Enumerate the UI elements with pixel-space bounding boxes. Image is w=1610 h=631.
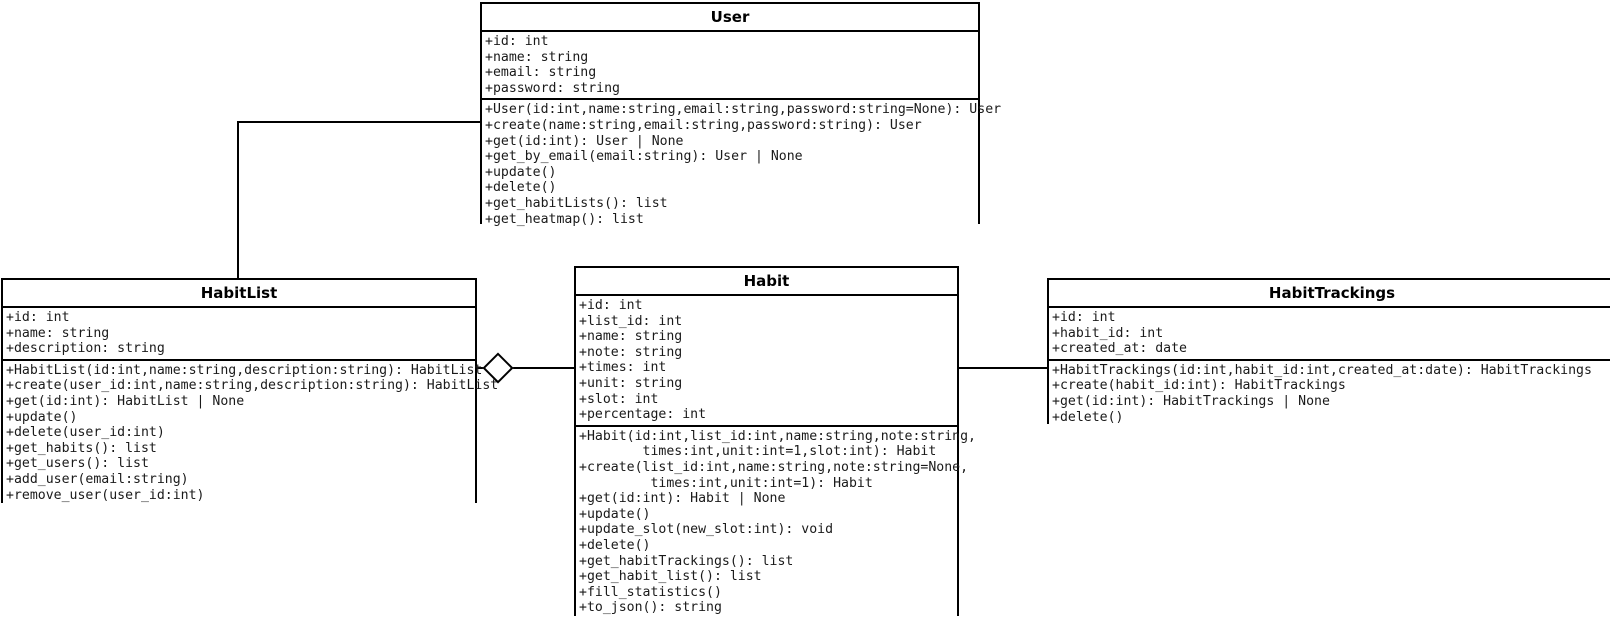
method-row: +update() — [485, 164, 557, 180]
method-row: +get(id:int): HabitTrackings | None — [1052, 393, 1330, 409]
method-row: +get_habitTrackings(): list — [579, 553, 794, 569]
attribute-row: +email: string — [485, 65, 597, 81]
attribute-row: +times: int — [579, 360, 667, 376]
method-row: +get_users(): list — [6, 456, 149, 472]
attribute-row: +list_id: int — [579, 313, 683, 329]
class-title-band-habitlist: HabitList — [3, 280, 475, 308]
attribute-row: +id: int — [485, 34, 549, 49]
method-row: +get_habits(): list — [6, 440, 157, 456]
method-row: +delete() — [485, 180, 557, 196]
method-row: +to_json(): string — [579, 600, 722, 616]
method-row: +get(id:int): Habit | None — [579, 491, 786, 507]
class-attributes-user: +id: int +name: string +email: string +p… — [482, 32, 978, 101]
attribute-row: +slot: int — [579, 391, 659, 407]
method-row: +create(user_id:int,name:string,descript… — [6, 378, 499, 394]
method-row: +delete(user_id:int) — [6, 425, 165, 441]
method-row: +get_heatmap(): list — [485, 211, 644, 227]
class-box-user[interactable]: User +id: int +name: string +email: stri… — [480, 2, 1001, 230]
attribute-row: +percentage: int — [579, 407, 707, 423]
method-row: +get(id:int): HabitList | None — [6, 393, 245, 409]
method-row: +create(list_id:int,name:string,note:str… — [579, 459, 969, 475]
method-row: +update_slot(new_slot:int): void — [579, 522, 834, 538]
attribute-row: +name: string — [485, 49, 589, 65]
class-box-habittrackings[interactable]: HabitTrackings +id: int +habit_id: int +… — [1047, 278, 1610, 428]
method-row: +get_habitLists(): list — [485, 195, 668, 211]
connector-habitlist-habit-line — [476, 367, 575, 369]
method-row: +remove_user(user_id:int) — [6, 487, 205, 503]
attribute-row: +password: string — [485, 80, 620, 96]
attribute-row: +unit: string — [579, 375, 683, 391]
method-row: +Habit(id:int,list_id:int,name:string,no… — [579, 428, 976, 444]
attribute-row: +name: string — [6, 325, 110, 341]
method-row: +create(name:string,email:string,passwor… — [485, 117, 922, 133]
class-box-habitlist[interactable]: HabitList +id: int +name: string +descri… — [1, 278, 499, 506]
method-row: +create(habit_id:int): HabitTrackings — [1052, 378, 1346, 394]
method-row: +add_user(email:string) — [6, 471, 189, 487]
connector-habit-habittrackings-line — [957, 367, 1049, 369]
class-title-band-habit: Habit — [576, 268, 957, 296]
method-row: times:int,unit:int=1): Habit — [579, 475, 873, 491]
class-title-user: User — [710, 7, 750, 26]
class-methods-user: +User(id:int,name:string,email:string,pa… — [482, 100, 1002, 230]
class-box-habit[interactable]: Habit +id: int +list_id: int +name: stri… — [574, 266, 976, 618]
method-row: +HabitTrackings(id:int,habit_id:int,crea… — [1052, 362, 1592, 378]
class-title-habit: Habit — [743, 271, 790, 290]
method-row: +get_by_email(email:string): User | None — [485, 149, 803, 165]
attribute-row: +id: int — [579, 298, 643, 313]
method-row: times:int,unit:int=1,slot:int): Habit — [579, 444, 937, 460]
class-title-habittrackings: HabitTrackings — [1268, 283, 1396, 302]
connector-user-habitlist-vertical — [237, 121, 239, 279]
method-row: +get_habit_list(): list — [579, 569, 762, 585]
class-methods-habittrackings: +HabitTrackings(id:int,habit_id:int,crea… — [1049, 360, 1610, 428]
class-title-band-user: User — [482, 4, 978, 32]
attribute-row: +habit_id: int — [1052, 325, 1164, 341]
attribute-row: +id: int — [6, 310, 70, 325]
class-methods-habit: +Habit(id:int,list_id:int,name:string,no… — [576, 426, 976, 618]
class-title-habitlist: HabitList — [200, 283, 278, 302]
method-row: +update() — [579, 506, 651, 522]
method-row: +fill_statistics() — [579, 584, 722, 600]
connector-user-habitlist-horizontal — [237, 121, 481, 123]
attribute-row: +id: int — [1052, 310, 1116, 325]
attribute-row: +name: string — [579, 329, 683, 345]
method-row: +update() — [6, 409, 78, 425]
method-row: +get(id:int): User | None — [485, 133, 684, 149]
attribute-row: +created_at: date — [1052, 341, 1187, 357]
class-attributes-habit: +id: int +list_id: int +name: string +no… — [576, 296, 957, 427]
method-row: +delete() — [1052, 409, 1124, 425]
attribute-row: +note: string — [579, 344, 683, 360]
class-attributes-habittrackings: +id: int +habit_id: int +created_at: dat… — [1049, 308, 1610, 361]
attribute-row: +description: string — [6, 341, 165, 357]
method-row: +delete() — [579, 537, 651, 553]
class-attributes-habitlist: +id: int +name: string +description: str… — [3, 308, 475, 361]
class-title-band-habittrackings: HabitTrackings — [1049, 280, 1610, 308]
method-row: +HabitList(id:int,name:string,descriptio… — [6, 362, 483, 378]
class-methods-habitlist: +HabitList(id:int,name:string,descriptio… — [3, 360, 499, 506]
method-row: +User(id:int,name:string,email:string,pa… — [485, 102, 1002, 118]
